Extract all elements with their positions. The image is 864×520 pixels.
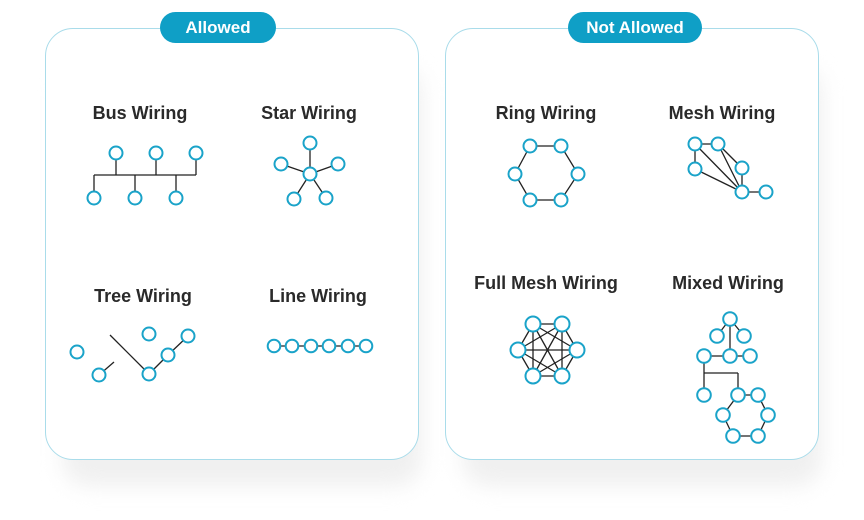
allowed-panel (45, 28, 419, 460)
full-mesh-node (553, 367, 571, 385)
star-wiring-label: Star Wiring (261, 103, 357, 123)
not-allowed-badge: Not Allowed (568, 12, 702, 43)
mesh-wiring-label: Mesh Wiring (668, 103, 776, 123)
line-wiring-label: Line Wiring (269, 286, 367, 306)
bus-wiring-label: Bus Wiring (92, 103, 188, 123)
full-mesh-node (568, 341, 586, 359)
allowed-badge: Allowed (160, 12, 276, 43)
ring-wiring-label: Ring Wiring (495, 103, 597, 123)
full-mesh-node (524, 367, 542, 385)
full-mesh-node (553, 315, 571, 333)
tree-wiring-label: Tree Wiring (94, 286, 192, 306)
mixed-wiring-label: Mixed Wiring (672, 273, 784, 293)
full-mesh-wiring-label: Full Mesh Wiring (474, 273, 618, 293)
full-mesh-node (524, 315, 542, 333)
full-mesh-node (509, 341, 527, 359)
